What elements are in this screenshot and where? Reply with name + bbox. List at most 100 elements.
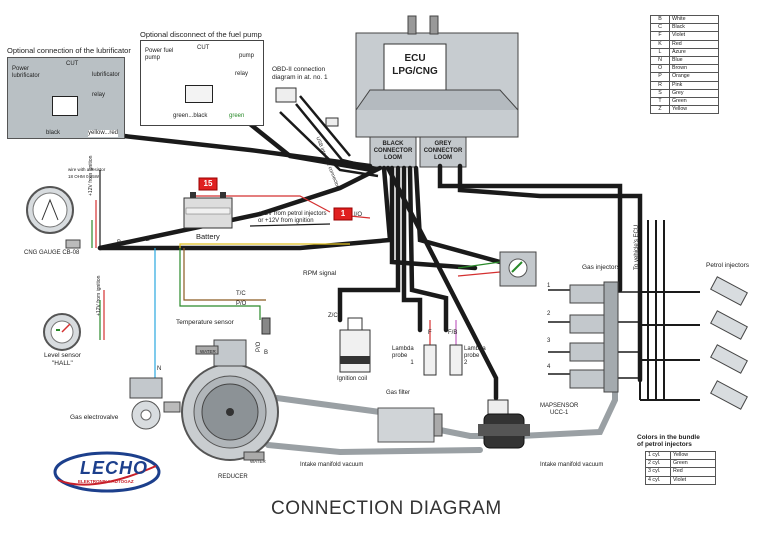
lubricator-yellow-red-label: yellow...red (88, 130, 119, 137)
intake-left-label: Intake manifold vacuum (300, 462, 364, 468)
gas-injector-num-2: 2 (547, 311, 551, 317)
gauge-resistor-note: wire with a resistor 18 OHM 0,25W (68, 166, 105, 180)
gas-injector-num-4: 4 (547, 364, 551, 370)
ecu-label-line1: ECU (404, 53, 426, 64)
cng-gauge-symbol (26, 186, 81, 249)
bundle-row: 3 cyl.Red (645, 467, 716, 477)
black-loom-line1: BLACK (382, 141, 404, 147)
bundle-cylinder: 3 cyl. (645, 467, 671, 477)
color-code-letter: R (650, 80, 670, 90)
bundle-row: 2 cyl.Green (645, 459, 716, 469)
color-code-letter: N (650, 55, 670, 66)
logo-name: LECHO (80, 458, 148, 478)
rpm-signal-label: RPM signal (303, 270, 337, 277)
fuel-pump-power-label: Power fuel pump (145, 48, 174, 61)
lubricator-relay-box (52, 96, 78, 116)
color-code-name: Yellow (669, 105, 719, 115)
level-sensor-label: Level sensor "HALL" (44, 352, 81, 368)
bundle-cylinder: 2 cyl. (645, 459, 671, 469)
reducer-b-label: B (264, 350, 269, 356)
mapsensor-line1: MAPSENSOR (540, 403, 579, 409)
gas-injector-num-3: 3 (547, 338, 551, 344)
electrovalve-n-label: N (157, 366, 162, 372)
color-code-name: Pink (669, 80, 719, 90)
lubricator-device-label: lubrificator (92, 72, 120, 78)
lambda-probes-symbol (423, 344, 463, 376)
ignition-coil-label: Ignition coil (337, 376, 368, 382)
battery-label: Battery (196, 232, 220, 241)
reducer-po-label: P/O (236, 301, 247, 307)
plus12-line1: +12V from petrol injectors (258, 211, 327, 217)
color-code-name: Brown (669, 64, 719, 74)
fuel-pump-green-label: green (229, 113, 245, 119)
color-code-name: Orange (669, 72, 719, 82)
ecu-unit (355, 15, 519, 168)
aux-module-symbol (499, 251, 537, 287)
lambda-2-line2: probe (464, 353, 480, 359)
grey-connector-loom: GREY CONNECTOR LOOM (420, 141, 466, 162)
color-code-name: Green (669, 96, 719, 107)
gauge-resistor-line1: wire with a resistor (68, 167, 106, 172)
color-code-name: Violet (669, 31, 719, 41)
petrol-injectors-symbol (710, 276, 748, 410)
grey-loom-line1: GREY (434, 141, 452, 147)
bundle-row: 4 cyl.Violet (645, 475, 716, 485)
bundle-row: 1 cyl.Yellow (645, 450, 716, 461)
bundle-color: Yellow (670, 450, 716, 461)
reducer-symbol (181, 317, 279, 461)
to-vehicle-ecu-label: To vehicle's ECU (634, 224, 640, 270)
bundle-cylinder: 1 cyl. (645, 450, 671, 461)
lambda-2-line1: Lambda (464, 346, 486, 352)
lubricator-cut-label: CUT (66, 61, 79, 67)
intake-right-label: Intake manifold vacuum (540, 462, 604, 468)
bundle-color: Green (670, 459, 716, 469)
black-loom-line2: CONNECTOR (373, 148, 413, 154)
fuel-pump-caption: Optional disconnect of the fuel pump (140, 30, 262, 39)
ignition-fuse-io: I/O (354, 212, 363, 218)
gas-injectors-symbol (569, 281, 619, 393)
petrol-injectors-label: Petrol injectors (706, 262, 749, 269)
color-code-letter: K (650, 39, 670, 49)
bundle-color: Red (670, 467, 716, 477)
color-code-name: Azure (669, 47, 719, 57)
obd-caption-line1: OBD-II connection (272, 66, 326, 73)
lubricator-caption: Optional connection of the lubrificator (7, 46, 131, 55)
fuel-pump-pump-label: pump (239, 53, 255, 59)
gauge-ignition-label: +12V from ignition (88, 155, 94, 196)
mapsensor-line2: UCC-1 (550, 410, 569, 416)
level-sensor-line2: "HALL" (51, 360, 73, 367)
reducer-water-out-label: WATER (250, 459, 266, 464)
color-code-name: Red (669, 39, 719, 49)
electrovalve-label: Gas electrovalve (70, 414, 119, 421)
black-loom-line3: LOOM (384, 155, 402, 161)
black-connector-loom: BLACK CONNECTOR LOOM (370, 141, 416, 162)
rpm-zc-label: Z/C (328, 313, 338, 319)
color-code-letter: O (650, 64, 670, 74)
logo-tagline: ELEKTRONIKA AUTOGAZ (78, 479, 134, 484)
color-code-name: Grey (669, 88, 719, 98)
lubricator-power-label: Power lubrificator (12, 66, 40, 79)
gauge-z-label: Z (146, 237, 150, 243)
temp-sensor-label: Temperature sensor (176, 319, 234, 326)
page-title: CONNECTION DIAGRAM (271, 498, 502, 519)
lambda-probe-2-code: F/B (448, 330, 458, 336)
grey-loom-line3: LOOM (434, 155, 452, 161)
battery-symbol (183, 192, 233, 229)
bundle-title-line2: of petrol injectors (637, 441, 692, 448)
lecho-logo: LECHO ELEKTRONIKA AUTOGAZ (52, 450, 162, 496)
reducer-tc-label: T/C (236, 291, 246, 297)
color-code-letter: Z (650, 105, 670, 115)
reducer-water-in-label: WATER (200, 349, 216, 354)
lambda-probe-1-label: Lambda probe 1 (392, 346, 414, 367)
color-code-letter: L (650, 47, 670, 57)
